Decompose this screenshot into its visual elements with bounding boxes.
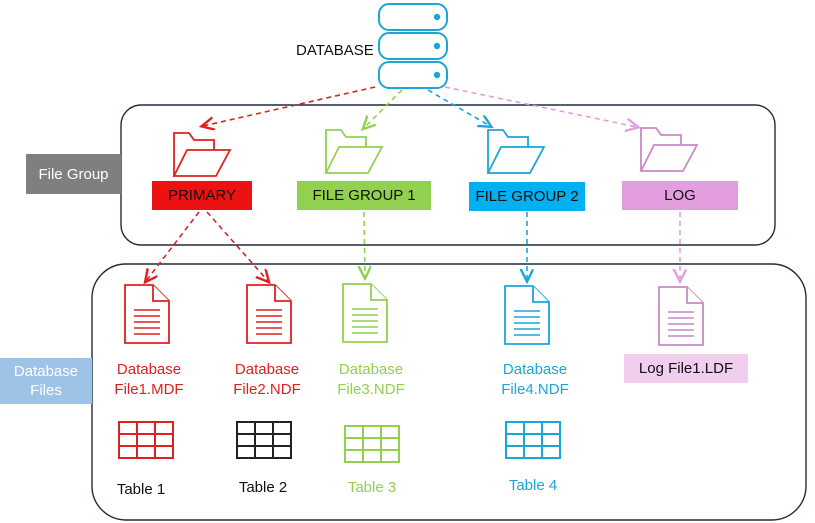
table-name: Table 4 [508,477,558,494]
filegroup-1-label: FILE GROUP 1 [312,187,416,204]
database-label: DATABASE [296,42,374,59]
file-name-line2: File4.NDF [501,381,569,398]
file-group-section-label: File Group [26,154,121,194]
file-name: Database File3.NDF [326,360,416,400]
filegroup-primary: PRIMARY [152,181,252,210]
database-files-label-line1: Database [13,363,79,380]
arrow-primary-file2 [206,211,268,281]
log-file-label: Log File1.LDF [638,360,734,377]
document-icon [342,283,388,343]
file-name-line1: Database [502,361,568,378]
filegroup-log: LOG [622,181,738,210]
file-name-line1: Database [116,361,182,378]
table-name: Table 3 [347,479,397,496]
table-name: Table 1 [116,481,166,498]
filegroup-primary-label: PRIMARY [167,187,237,204]
arrow-filegroup1-file3 [364,211,365,277]
database-files-label-line2: Files [30,382,62,399]
document-icon [658,286,704,346]
table-icon [344,425,400,463]
filegroup-log-label: LOG [664,187,696,204]
database-files-section-label: Database Files [0,358,92,404]
file-name: Database File1.MDF [104,360,194,400]
file-name: Database File4.NDF [490,360,580,400]
log-file: Log File1.LDF [624,354,748,383]
file-name-line2: File2.NDF [233,381,301,398]
file-group-label-text: File Group [38,165,109,183]
filegroup-1: FILE GROUP 1 [297,181,431,210]
file-name-line2: File1.MDF [114,381,184,398]
file-name-line1: Database [234,361,300,378]
table-icon [236,421,292,459]
document-icon [124,284,170,344]
table-name: Table 2 [238,479,288,496]
folder-icon [172,132,232,177]
arrow-primary-file1 [146,211,200,281]
table-icon [118,421,174,459]
database-files-container [91,263,807,521]
document-icon [246,284,292,344]
document-icon [504,285,550,345]
folder-icon [324,129,384,174]
table-icon [505,421,561,459]
filegroup-2-label: FILE GROUP 2 [475,188,579,205]
database-icon [378,3,448,89]
arrow-db-log [444,86,637,127]
filegroup-2: FILE GROUP 2 [469,182,585,211]
arrow-db-filegroup1 [364,89,403,128]
file-name-line2: File3.NDF [337,381,405,398]
file-group-container [120,104,776,246]
file-name-line1: Database [338,361,404,378]
folder-icon [486,129,546,174]
folder-icon [639,127,699,172]
file-name: Database File2.NDF [222,360,312,400]
arrow-db-filegroup2 [427,89,490,126]
arrow-db-primary [203,86,376,126]
